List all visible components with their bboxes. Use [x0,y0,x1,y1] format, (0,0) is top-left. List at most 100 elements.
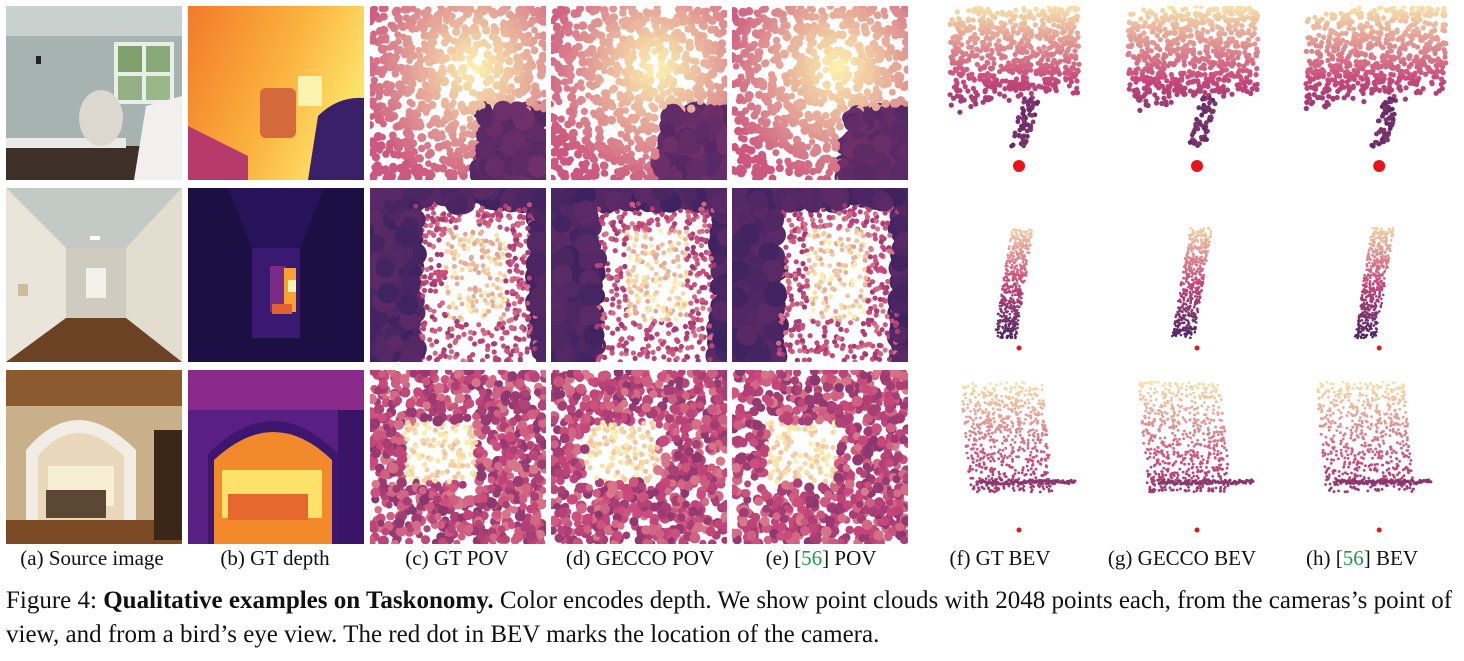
point [416,155,424,163]
point [716,50,724,58]
point [1209,109,1215,115]
point [732,63,740,70]
point [752,154,761,163]
point [1012,51,1018,58]
point [650,150,660,160]
point [1414,26,1420,32]
point [1071,24,1077,30]
point [1411,43,1417,49]
point [554,79,562,87]
point [1023,122,1029,128]
point [414,173,423,180]
point [401,137,409,145]
point [1202,109,1207,114]
point [1151,61,1157,67]
point [1183,27,1189,33]
point [776,164,784,173]
point [377,35,386,44]
point [502,246,508,252]
point [890,63,899,72]
point [1213,70,1219,76]
point [841,78,848,86]
point [1414,64,1420,70]
point [836,90,847,100]
point [1162,33,1169,39]
point [1244,75,1250,81]
point [541,99,546,108]
point [820,95,828,103]
point [989,23,995,29]
ref56-bev-bedroom [1296,6,1456,180]
point [478,113,493,128]
point [564,120,572,129]
point [1372,82,1378,88]
point [811,75,818,82]
point [954,80,960,86]
point [1013,22,1019,28]
point [1015,30,1021,36]
point [1203,129,1209,135]
point [1222,31,1228,37]
point [1353,52,1359,58]
point [446,150,454,157]
point [394,31,402,39]
point [447,46,456,55]
point [743,64,751,72]
point [540,89,546,98]
point [497,261,503,267]
point [804,175,813,180]
point [777,27,786,35]
point [1059,30,1066,36]
point [1409,36,1415,42]
point [595,133,604,143]
point [392,6,402,16]
point [1440,22,1446,28]
point [614,147,623,157]
point [580,31,588,39]
point [776,158,783,165]
point [1164,78,1170,84]
point [418,18,427,26]
point [800,126,810,135]
point [1309,48,1315,54]
point [1156,59,1162,65]
point [541,18,546,26]
point [1068,53,1075,59]
point [1217,58,1223,64]
point [1335,88,1341,94]
point [822,119,832,129]
point [694,6,702,15]
point [710,97,719,106]
point [1021,99,1027,105]
point [1028,124,1033,130]
point [626,64,634,73]
point [1334,80,1340,86]
point [997,82,1003,88]
point [1060,20,1066,26]
point [744,91,754,101]
point [649,87,659,97]
point [1056,70,1062,76]
point [963,51,969,57]
point [1198,6,1204,10]
point [510,160,526,177]
point [1073,43,1080,49]
point [741,35,748,42]
point [382,165,390,173]
point [1193,121,1199,127]
point [1323,23,1330,29]
point [594,125,603,133]
point [782,140,791,149]
point [961,79,967,85]
point [1022,96,1027,101]
point [389,165,398,174]
point [789,120,797,128]
gt-depth-hallway [188,188,364,362]
point [1069,35,1075,41]
point [1143,102,1149,108]
point [772,48,780,55]
point [392,122,401,131]
point [447,124,455,133]
point [1181,62,1187,68]
point [1128,43,1134,49]
